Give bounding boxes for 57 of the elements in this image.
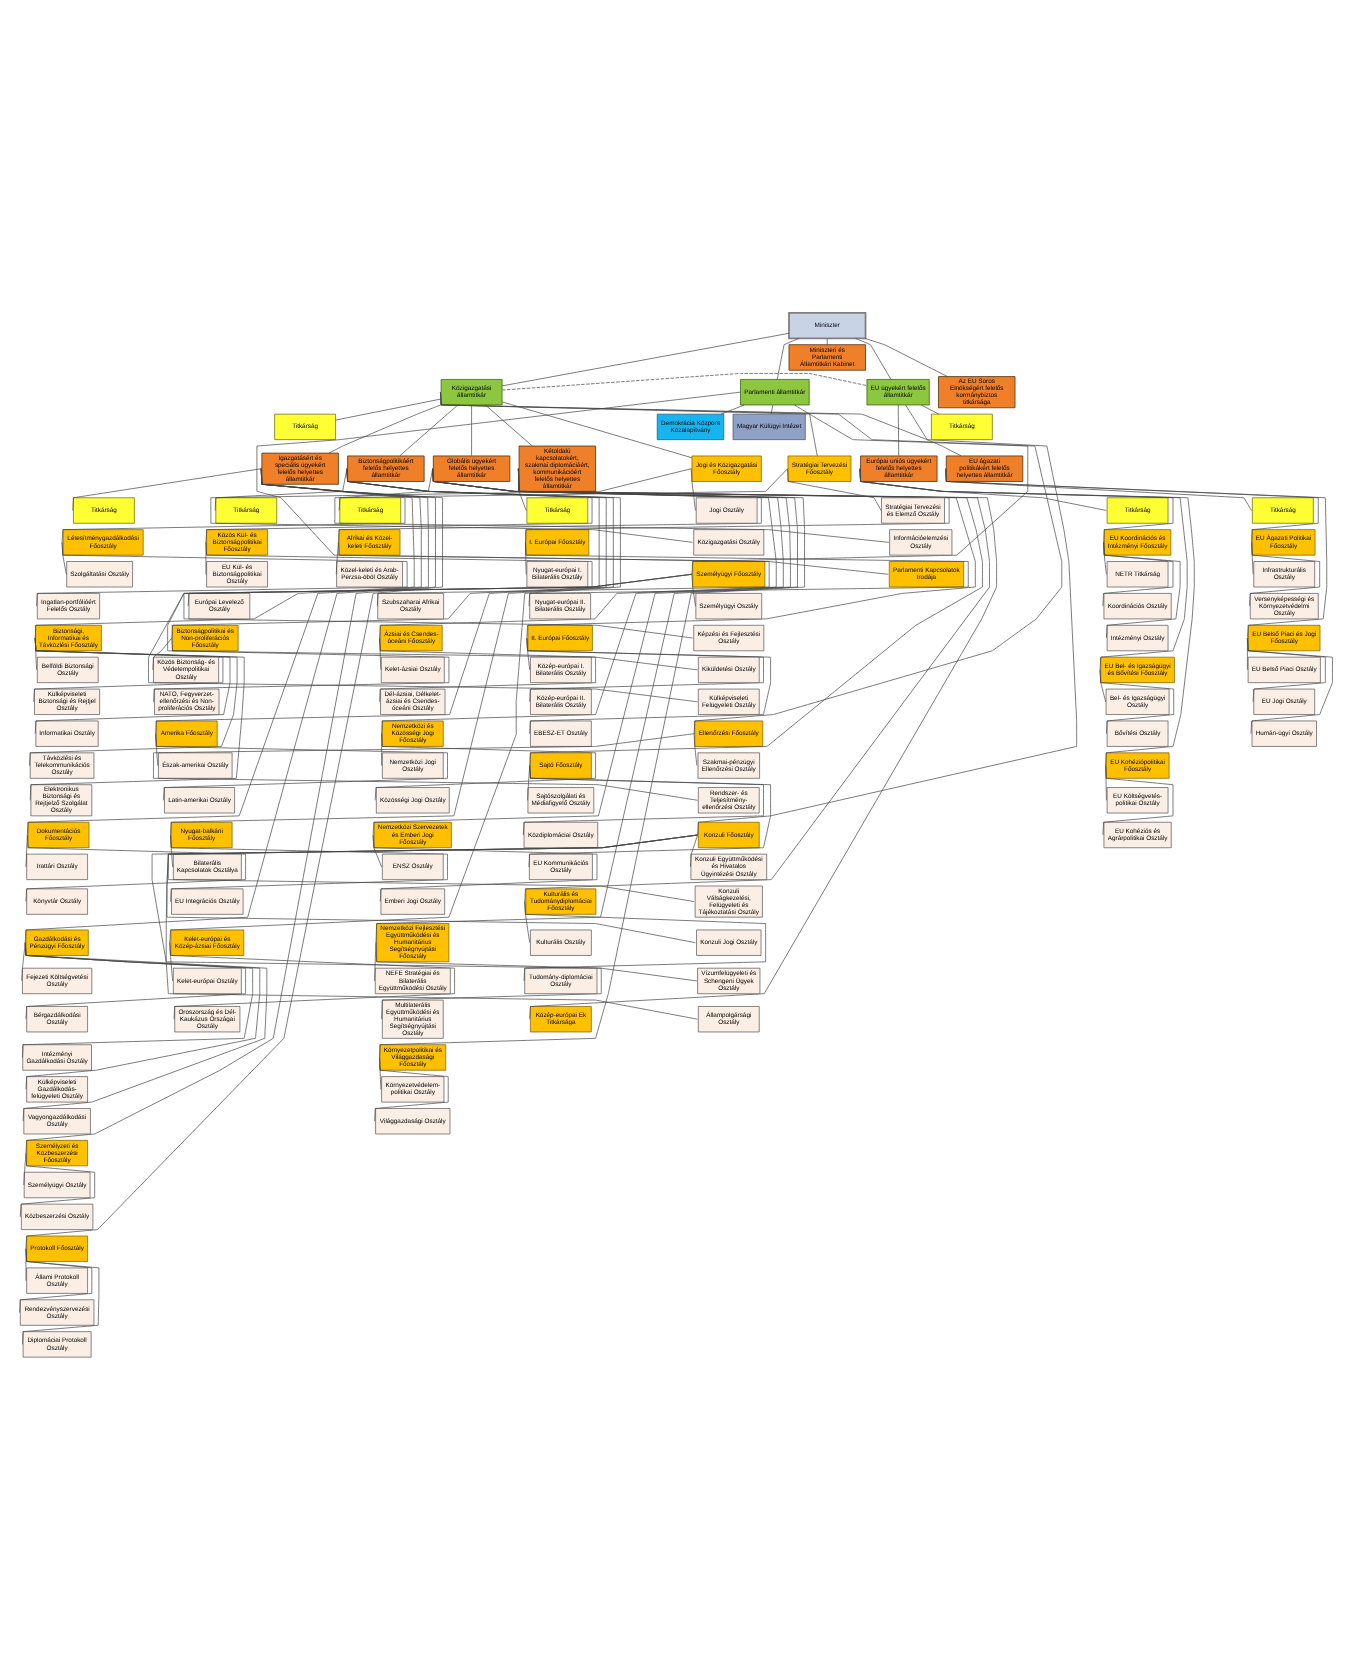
connector <box>21 942 26 982</box>
connector <box>501 401 693 459</box>
connector <box>205 468 593 543</box>
connector <box>864 338 948 377</box>
connector <box>334 468 890 543</box>
connector <box>905 404 962 457</box>
connector <box>720 404 745 415</box>
connector <box>166 834 698 944</box>
connector <box>256 391 889 575</box>
connector <box>518 468 990 902</box>
connector <box>1099 669 1175 735</box>
connector <box>776 338 800 380</box>
connector <box>794 404 818 457</box>
connector <box>691 573 696 607</box>
connector <box>693 733 698 766</box>
connector <box>897 404 900 457</box>
connector <box>205 542 207 575</box>
connector <box>152 637 173 671</box>
connector <box>23 1152 27 1186</box>
connector <box>29 637 238 766</box>
connector <box>148 573 698 703</box>
connector <box>518 468 997 1020</box>
connector <box>36 542 408 607</box>
connector <box>25 834 28 868</box>
connector <box>855 338 892 380</box>
connector <box>485 404 533 447</box>
connector <box>518 468 950 543</box>
connector <box>214 468 348 511</box>
connector <box>770 404 774 415</box>
connector <box>690 834 698 868</box>
connector <box>338 468 433 511</box>
connector <box>151 834 698 982</box>
connector <box>72 468 262 511</box>
connector <box>859 468 1195 766</box>
connector <box>518 468 983 766</box>
connector <box>335 398 442 421</box>
connector <box>25 1248 27 1281</box>
connector <box>690 468 696 511</box>
connector <box>153 733 698 801</box>
connector <box>372 834 598 902</box>
connector <box>19 1248 93 1313</box>
connector <box>518 468 976 639</box>
connector <box>440 391 1077 836</box>
connector <box>787 468 882 511</box>
connector <box>399 404 459 457</box>
connector <box>523 901 766 982</box>
connector <box>165 834 698 1020</box>
connector <box>210 468 693 543</box>
connector <box>335 542 339 575</box>
connector <box>920 404 940 415</box>
connector <box>328 404 442 454</box>
connector <box>471 404 472 457</box>
connector <box>826 338 828 346</box>
connector <box>171 468 600 639</box>
connector <box>945 468 1328 639</box>
connector <box>501 332 790 387</box>
connector <box>501 373 868 391</box>
